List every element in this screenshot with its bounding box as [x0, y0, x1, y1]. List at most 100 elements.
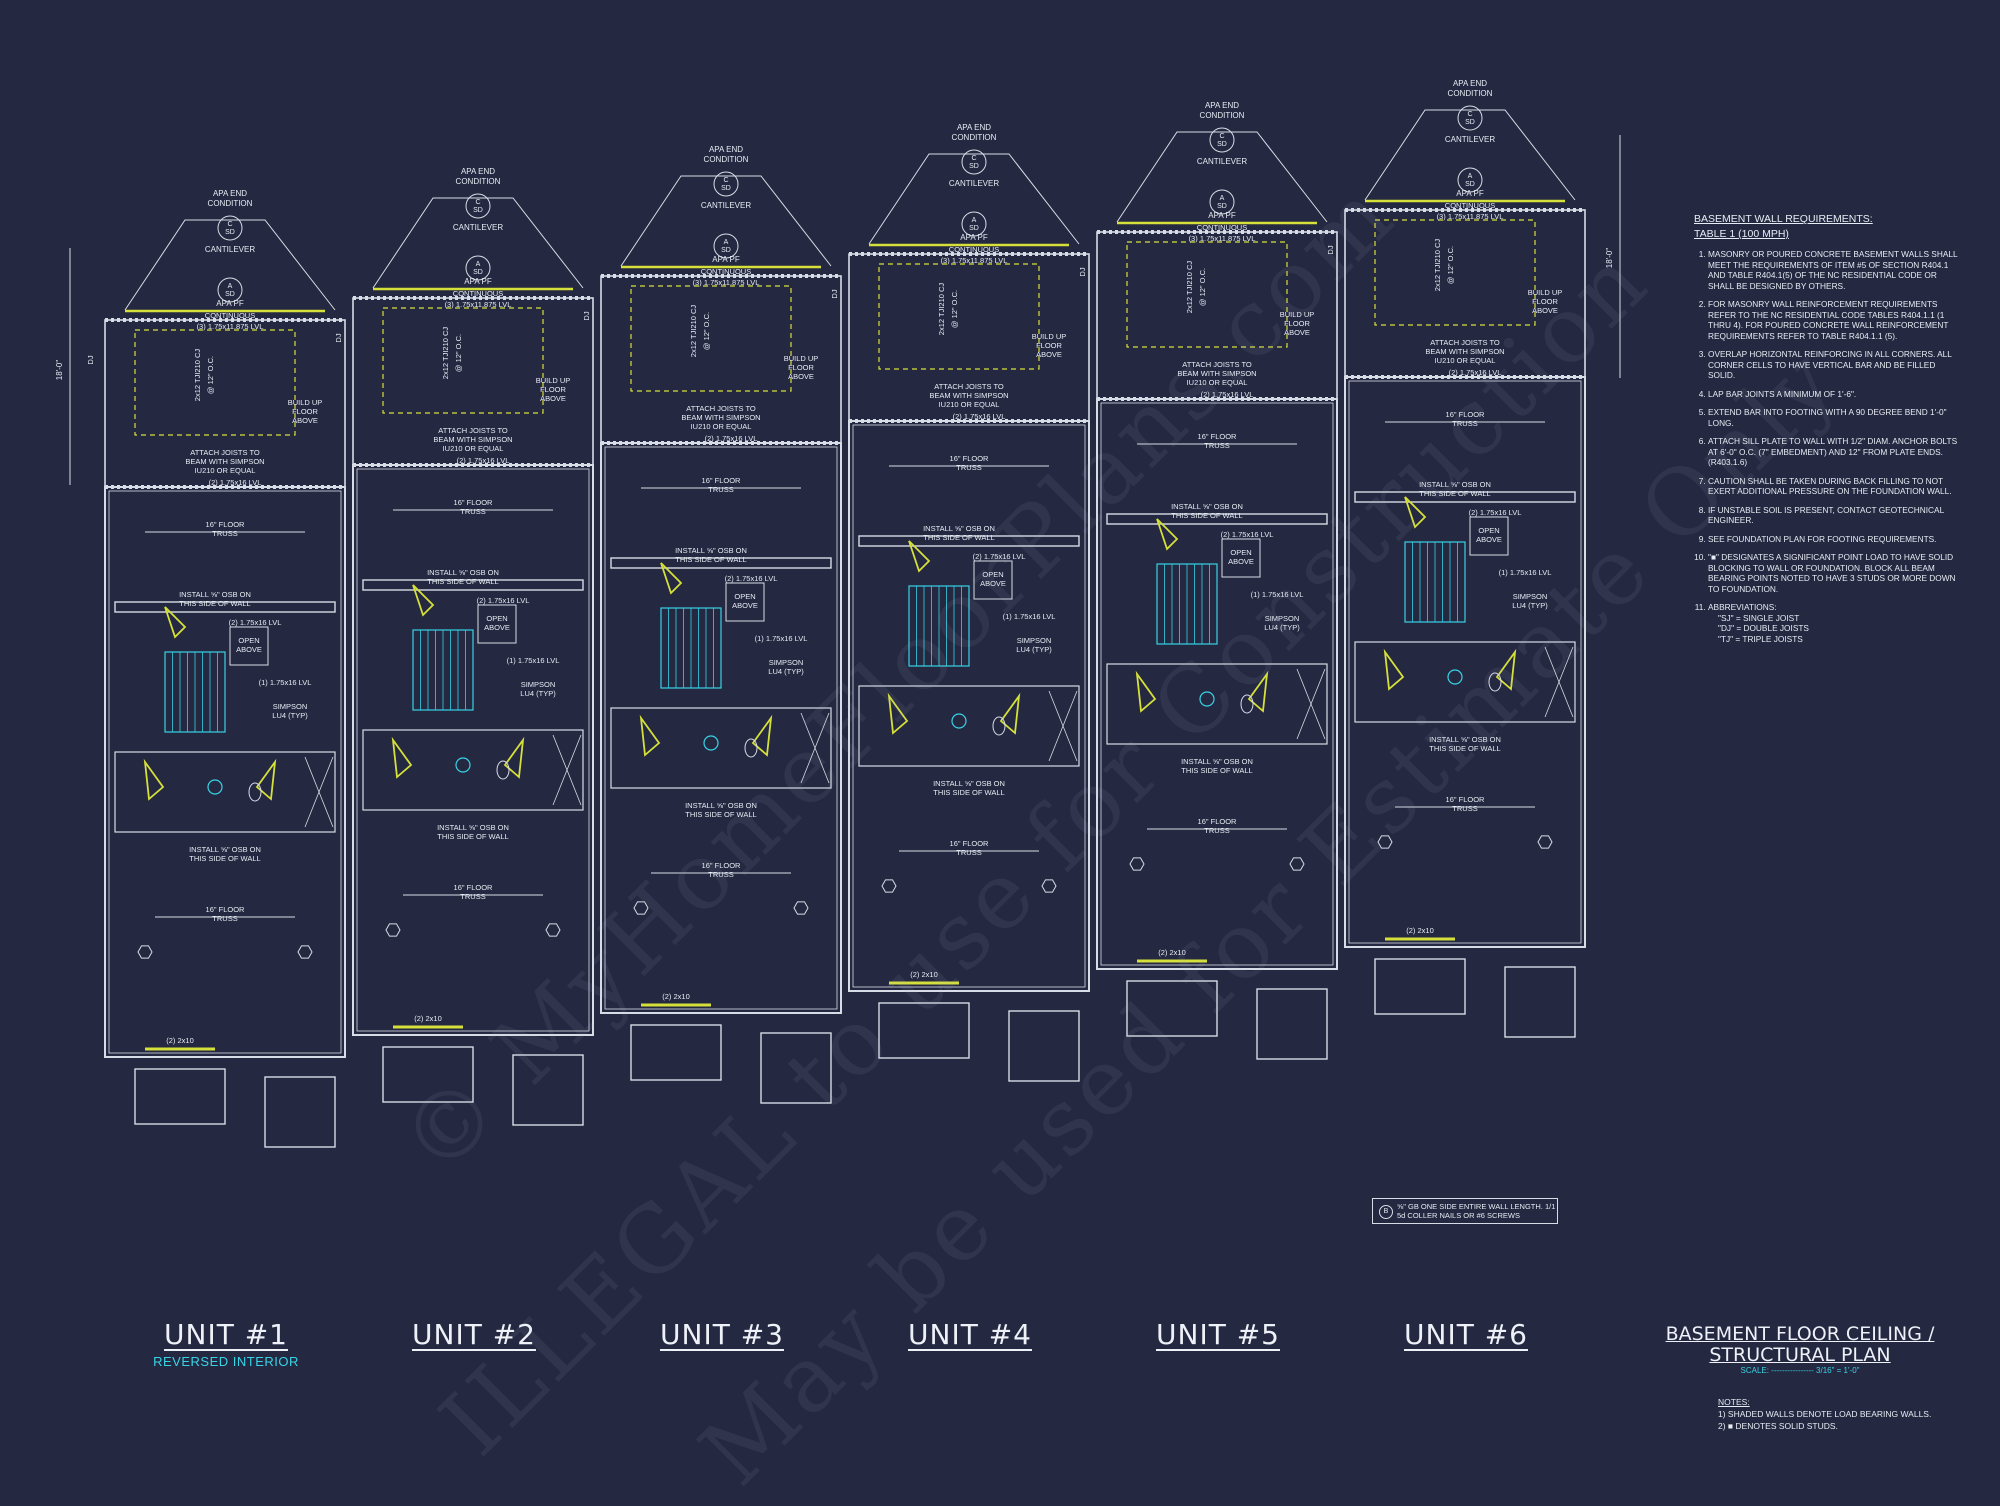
- section-marker-icon: [713, 233, 739, 259]
- label-attach-joists: IU210 OR EQUAL: [939, 400, 1000, 409]
- label-simpson: SIMPSON: [1017, 636, 1052, 645]
- label-build-up: BUILD UP: [536, 376, 571, 385]
- sink-icon: [207, 779, 223, 795]
- label-simpson: LU4 (TYP): [272, 711, 308, 720]
- label-apa-end: APA END: [1453, 79, 1487, 88]
- abbreviation-tj: "TJ" = TRIPLE JOISTS: [1718, 633, 1803, 644]
- label-open-above: ABOVE: [236, 645, 262, 654]
- open-above-box: [725, 582, 765, 622]
- label-dj: DJ: [334, 333, 343, 342]
- door-swing-icon: [1404, 496, 1427, 529]
- section-marker-label: SD: [721, 185, 731, 192]
- label-open-above: ABOVE: [484, 623, 510, 632]
- label-joist-spacing: @ 12" O.C.: [950, 290, 959, 328]
- section-marker-icon: [465, 255, 491, 281]
- window-well: [134, 1068, 226, 1125]
- unit-3-title: UNIT #3: [660, 1318, 784, 1351]
- sheet-title-line-1: BASEMENT FLOOR CEILING /: [1665, 1323, 1935, 1345]
- interior-wall-line: [356, 468, 590, 1032]
- section-marker-label: C: [971, 155, 976, 162]
- label-joist: 2x12 TJI210 CJ: [689, 305, 698, 358]
- label-floor-truss: TRUSS: [212, 914, 237, 923]
- label-simpson: SIMPSON: [521, 680, 556, 689]
- label-floor-truss: 16" FLOOR: [1446, 410, 1486, 419]
- label-lvl-beam: (2) 1.75x16 LVL: [1221, 530, 1274, 539]
- label-floor-truss: 16" FLOOR: [702, 476, 742, 485]
- label-open-above: ABOVE: [1228, 557, 1254, 566]
- closet-x: [1296, 668, 1326, 740]
- joist-bay-outline: [134, 329, 296, 436]
- window-well: [512, 1054, 584, 1126]
- label-header: (2) 2x10: [166, 1036, 194, 1045]
- point-load-marker-icon: [297, 945, 313, 959]
- bath-walls: [1106, 663, 1328, 745]
- window-well: [1374, 958, 1466, 1015]
- label-build-up: FLOOR: [1284, 319, 1310, 328]
- abbreviation-dj: "DJ" = DOUBLE JOISTS: [1718, 623, 1809, 633]
- label-floor-truss: TRUSS: [1452, 419, 1477, 428]
- label-floor-truss: TRUSS: [956, 848, 981, 857]
- label-install-osb: INSTALL ⅝" OSB ON: [189, 845, 261, 854]
- label-floor-truss: 16" FLOOR: [206, 520, 246, 529]
- label-continuous: CONTINUOUS: [949, 245, 999, 254]
- label-open-above: OPEN: [734, 592, 755, 601]
- label-open-above: ABOVE: [980, 579, 1006, 588]
- label-build-up: ABOVE: [788, 372, 814, 381]
- label-cantilever: CANTILEVER: [1445, 135, 1495, 144]
- joist-bay-outline: [630, 285, 792, 392]
- label-joist-spacing: @ 12" O.C.: [702, 312, 711, 350]
- section-marker-icon: [217, 215, 243, 241]
- label-joist: 2x12 TJI210 CJ: [937, 283, 946, 336]
- label-lvl-beam: (1) 1.75x16 LVL: [1003, 612, 1056, 621]
- label-attach-joists: ATTACH JOISTS TO: [686, 404, 756, 413]
- interior-wall-line: [1100, 402, 1334, 966]
- label-continuous: CONTINUOUS: [701, 267, 751, 276]
- bath-walls: [114, 751, 336, 833]
- closet-x: [800, 712, 830, 784]
- point-load-marker-icon: [1129, 857, 1145, 871]
- door-swing-icon: [1495, 648, 1517, 691]
- label-build-up: ABOVE: [1036, 350, 1062, 359]
- section-marker-label: A: [724, 239, 729, 246]
- section-marker-icon: [713, 171, 739, 197]
- door-swing-icon: [412, 584, 435, 617]
- label-attach-joists: ATTACH JOISTS TO: [1182, 360, 1252, 369]
- requirement-item: OVERLAP HORIZONTAL REINFORCING IN ALL CO…: [1708, 349, 1964, 381]
- label-install-osb: INSTALL ⅝" OSB ON: [675, 546, 747, 555]
- section-marker-label: SD: [721, 247, 731, 254]
- label-install-osb: THIS SIDE OF WALL: [1171, 511, 1242, 520]
- label-joist-spacing: @ 12" O.C.: [1446, 246, 1455, 284]
- label-install-osb: THIS SIDE OF WALL: [675, 555, 746, 564]
- label-lvl-beam: (3) 1.75x11.875 LVL: [1437, 212, 1504, 221]
- label-build-up: ABOVE: [1532, 306, 1558, 315]
- legend-symbol-icon: B: [1379, 1205, 1393, 1219]
- section-marker-label: A: [1220, 195, 1225, 202]
- label-floor-truss: TRUSS: [956, 463, 981, 472]
- unit-4-title: UNIT #4: [908, 1318, 1032, 1351]
- label-open-above: OPEN: [486, 614, 507, 623]
- section-marker-label: SD: [473, 207, 483, 214]
- label-simpson: LU4 (TYP): [1264, 623, 1300, 632]
- label-install-osb: THIS SIDE OF WALL: [179, 599, 250, 608]
- label-joist-spacing: @ 12" O.C.: [1198, 268, 1207, 306]
- joist-bay-outline: [1374, 219, 1536, 326]
- label-floor-truss: 16" FLOOR: [454, 883, 494, 892]
- label-open-above: OPEN: [982, 570, 1003, 579]
- point-load-marker-icon: [793, 901, 809, 915]
- label-dimension: 18'-0": [1605, 248, 1614, 269]
- bearing-wall: [114, 601, 336, 613]
- label-lvl-beam: (3) 1.75x11.875 LVL: [197, 322, 264, 331]
- section-marker-label: A: [476, 261, 481, 268]
- requirements-subheading: TABLE 1 (100 MPH): [1694, 228, 1789, 240]
- gypsum-board-legend: B ⅝" GB ONE SIDE ENTIRE WALL LENGTH. 1/1…: [1372, 1198, 1558, 1224]
- requirement-item: "■" DESIGNATES A SIGNIFICANT POINT LOAD …: [1708, 552, 1964, 594]
- label-continuous: CONTINUOUS: [1197, 223, 1247, 232]
- label-floor-truss: TRUSS: [1452, 804, 1477, 813]
- point-load-marker-icon: [545, 923, 561, 937]
- bath-walls: [610, 707, 832, 789]
- label-attach-joists: BEAM WITH SIMPSON: [433, 435, 512, 444]
- label-cantilever: CANTILEVER: [949, 179, 999, 188]
- legend-text: ⅝" GB ONE SIDE ENTIRE WALL LENGTH. 1/1 5…: [1397, 1202, 1556, 1220]
- section-marker-label: C: [227, 221, 232, 228]
